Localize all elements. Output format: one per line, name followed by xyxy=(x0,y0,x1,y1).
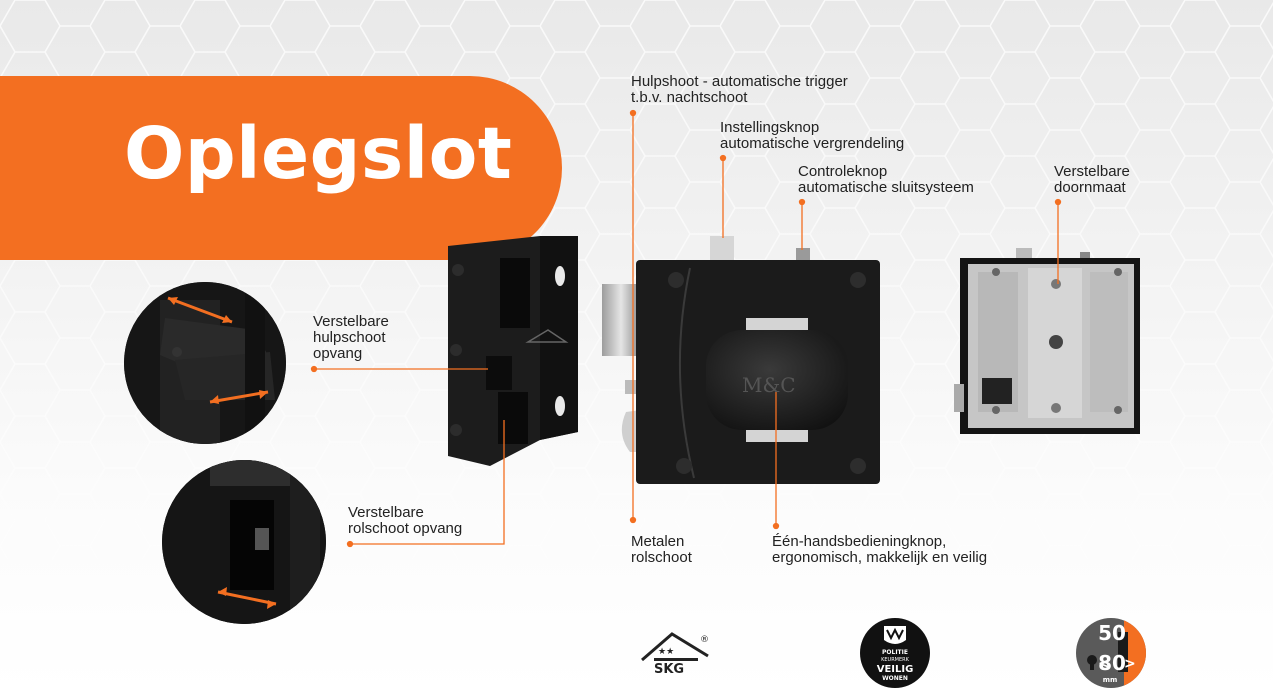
page-title: Oplegslot xyxy=(124,112,513,195)
skg-badge: ★★ ® SKG xyxy=(641,632,709,676)
doornmaat-unit: mm xyxy=(1103,676,1118,684)
doornmaat-badge: 50 < 80 > mm xyxy=(1076,618,1146,688)
arrow-right-icon: > xyxy=(1124,656,1136,672)
skg-text: SKG xyxy=(654,662,684,676)
politie-line1: POLITIE xyxy=(882,649,908,656)
label-bedieningknop: Één-handsbedieningknop,ergonomisch, makk… xyxy=(772,533,988,566)
politie-line3: VEILIG xyxy=(877,664,914,675)
detail-hulpschoot-opvang xyxy=(124,282,286,444)
title-banner xyxy=(0,76,562,260)
lock-body-back xyxy=(954,248,1140,434)
doornmaat-bottom: 80 xyxy=(1098,651,1126,675)
doornmaat-top: 50 xyxy=(1098,621,1126,645)
politie-keurmerk-badge: POLITIE KEURMERK VEILIG WONEN xyxy=(860,618,930,688)
politie-line4: WONEN xyxy=(882,675,908,682)
skg-stars: ★★ xyxy=(658,647,674,657)
politie-line2: KEURMERK xyxy=(881,657,910,663)
strike-plate xyxy=(448,236,578,466)
detail-rolschoot-opvang xyxy=(162,460,326,624)
lock-body-front xyxy=(602,236,880,484)
callout-lines xyxy=(310,109,1062,548)
arrow-left-icon: < xyxy=(1098,656,1110,672)
brand-logo: M&C xyxy=(742,373,796,397)
registered-mark: ® xyxy=(700,635,709,645)
